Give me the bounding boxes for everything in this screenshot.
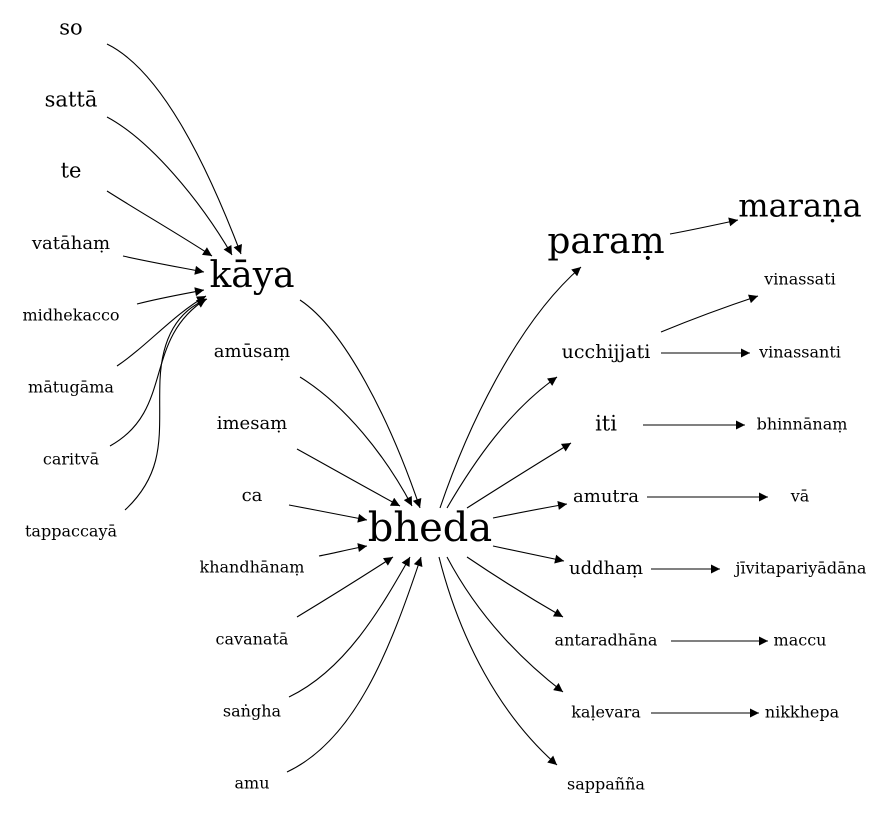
node-vinassati: vinassati [763, 270, 836, 289]
node-iti: iti [595, 412, 617, 436]
node-vataham: vatāhaṃ [31, 233, 110, 254]
node-so: so [59, 16, 82, 40]
edge-bheda-antaradhana [466, 556, 564, 618]
node-sappanna: sappañña [567, 775, 645, 794]
node-cavanata: cavanatā [216, 630, 289, 649]
node-bheda: bheda [368, 505, 493, 551]
edge-so-kaya [106, 43, 242, 255]
edge-param-marana [669, 217, 739, 235]
node-midhekacco: midhekacco [22, 306, 119, 325]
edge-cavanata-bheda [296, 556, 394, 618]
edge-bheda-amutra [492, 501, 568, 519]
node-caritva: caritvā [43, 450, 100, 469]
edge-bheda-uddham [492, 545, 565, 564]
edge-bheda-kalevara [446, 556, 564, 693]
edge-ucchijjati-vinassati [660, 294, 759, 333]
edge-te-kaya [106, 190, 213, 257]
edge-matugama-kaya [116, 295, 207, 367]
node-layer: so sattā te vatāhaṃ midhekacco mātugāma … [22, 16, 866, 794]
edge-tappaccaya-kaya [124, 298, 208, 511]
node-tappaccaya: tappaccayā [25, 522, 117, 541]
node-jivitapariyadana: jīvitapariyādāna [734, 559, 867, 578]
edge-bheda-ucchijjati [446, 376, 558, 509]
edge-caritva-kaya [109, 298, 207, 447]
node-nikkhepa: nikkhepa [765, 703, 840, 722]
node-imesam: imesaṃ [217, 413, 288, 434]
edge-bheda-iti [466, 442, 572, 509]
node-vinassanti: vinassanti [758, 343, 841, 362]
edge-midhekacco-kaya [136, 287, 205, 305]
edge-layer [106, 43, 769, 773]
edge-amu-bheda [286, 556, 423, 773]
edge-kaya-bheda [299, 299, 422, 509]
edge-imesam-bheda [296, 448, 401, 507]
edge-bheda-sappanna [438, 556, 558, 766]
node-kaya: kāya [209, 255, 294, 296]
node-sangha: saṅgha [223, 702, 282, 721]
node-param: paraṃ [547, 221, 664, 262]
edge-khandhanam-bheda [318, 543, 368, 557]
node-khandhanam: khandhānaṃ [200, 558, 305, 577]
node-matugama: mātugāma [28, 378, 114, 397]
edge-vataham-kaya [122, 255, 205, 275]
node-antaradhana: antaradhāna [555, 631, 658, 650]
node-va: vā [790, 487, 810, 506]
edge-satta-kaya [106, 116, 233, 256]
edge-ca-bheda [288, 504, 368, 523]
node-maccu: maccu [774, 631, 827, 650]
node-amu: amu [234, 774, 269, 793]
node-uddham: uddhaṃ [569, 558, 643, 579]
edge-bheda-param [439, 266, 582, 509]
node-ucchijjati: ucchijjati [562, 341, 651, 363]
node-amutra: amutra [573, 486, 639, 507]
node-amusam: amūsaṃ [214, 341, 290, 362]
node-satta: sattā [45, 88, 98, 112]
node-kalevara: kaḷevara [571, 703, 641, 722]
node-ca: ca [242, 485, 263, 506]
node-te: te [61, 159, 82, 183]
node-bhinnanam: bhinnānaṃ [757, 415, 848, 434]
node-marana: maraṇa [738, 187, 861, 225]
edge-amusam-bheda [299, 376, 413, 507]
edge-sangha-bheda [288, 556, 411, 698]
